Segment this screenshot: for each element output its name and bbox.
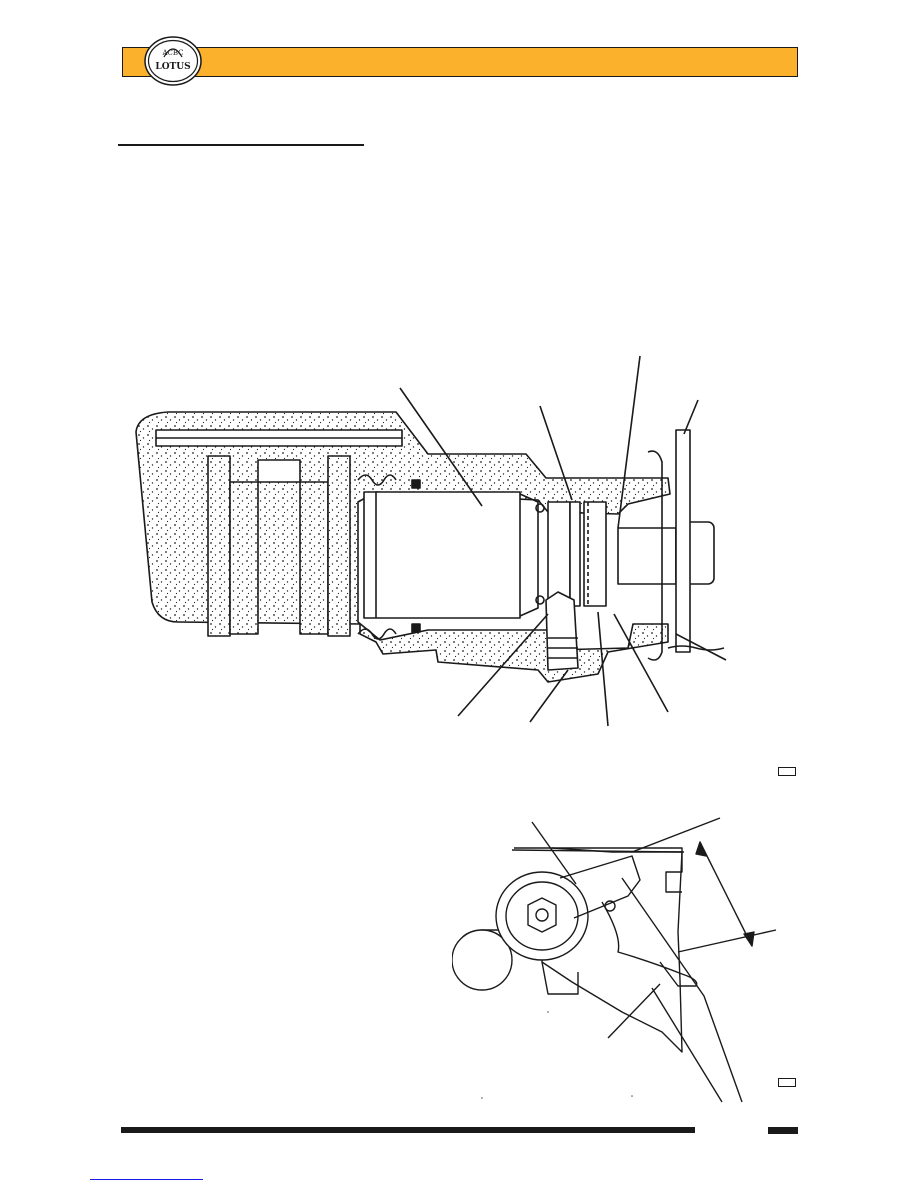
figure-reference-box bbox=[778, 1078, 796, 1087]
footer-rule bbox=[121, 1127, 695, 1133]
footer-page-tab bbox=[768, 1127, 798, 1134]
lotus-logo-icon: ACBC LOTUS bbox=[144, 36, 202, 86]
bottom-link-underline[interactable] bbox=[90, 1179, 203, 1180]
section-title-underline bbox=[118, 144, 364, 146]
figure-reference-box bbox=[778, 767, 796, 776]
svg-text:ACBC: ACBC bbox=[161, 49, 183, 57]
header-bar bbox=[122, 47, 798, 77]
svg-text:LOTUS: LOTUS bbox=[155, 62, 190, 72]
handbrake-lever-adjustment-drawing bbox=[452, 817, 777, 1103]
brake-caliper-section-drawing bbox=[135, 355, 727, 727]
